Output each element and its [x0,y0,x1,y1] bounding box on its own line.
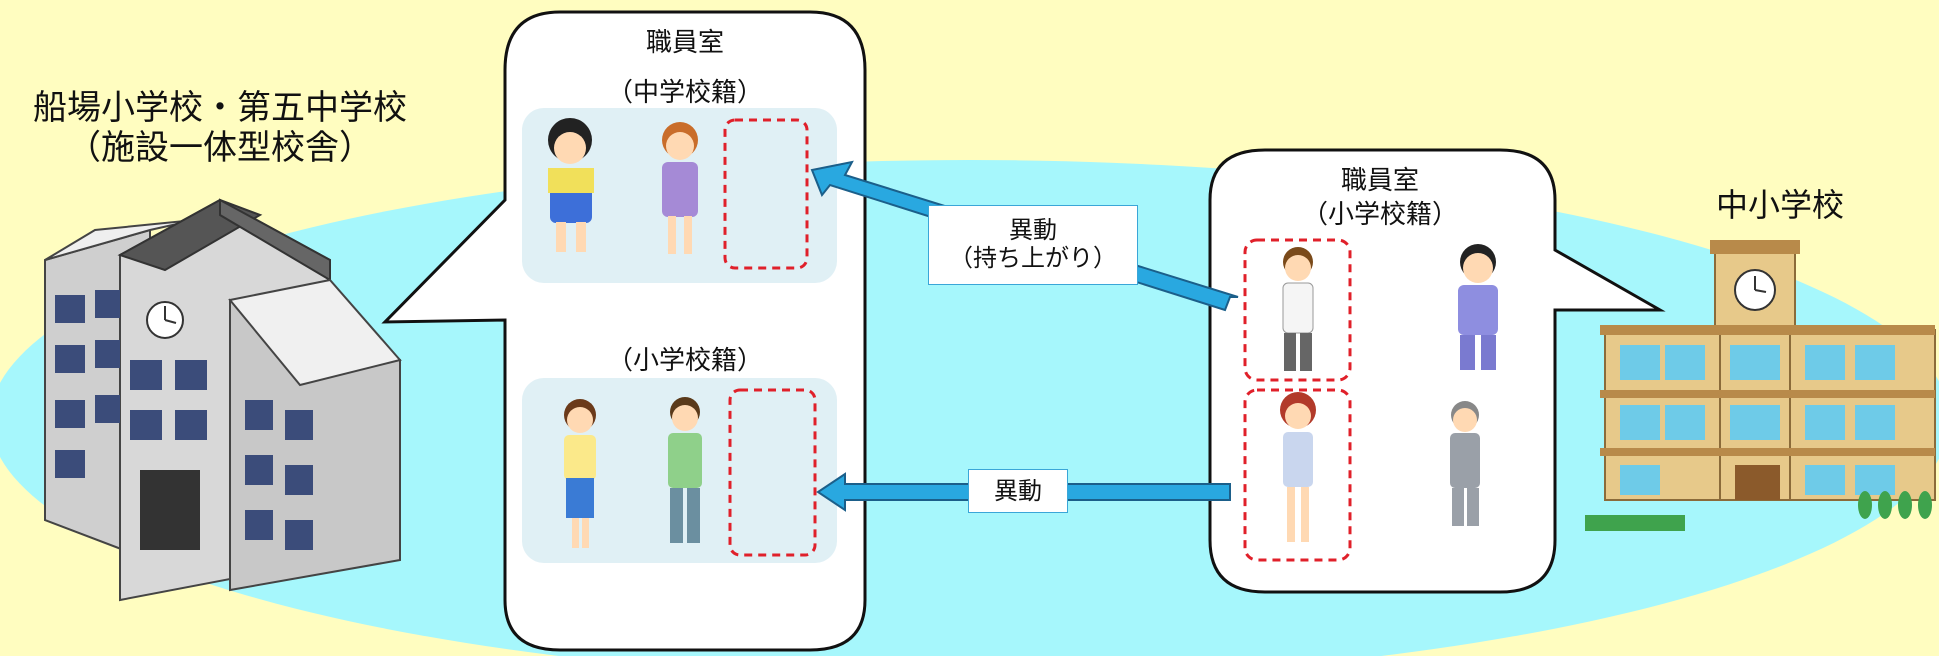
teacher-figure-icon [668,397,702,543]
vacancy-slot-elementary [728,388,817,557]
right-school-building-icon [1585,240,1936,531]
left-school-name-line1: 船場小学校・第五中学校 [33,88,407,128]
teacher-figure-icon [662,122,698,254]
transferring-teacher-slot-1 [1243,238,1352,382]
junior-group-label: （中学校籍） [606,78,763,108]
left-school-name-line2: （施設一体型校舎） [67,128,373,168]
upper-transfer-label-line1: 異動 [1009,216,1057,244]
teacher-figure-icon [1450,401,1480,526]
left-school-building-icon [44,198,402,602]
teacher-figure-icon [564,399,596,548]
right-staffroom-subtitle: （小学校籍） [1301,200,1458,230]
upper-transfer-label: 異動 （持ち上がり） [928,205,1138,285]
elementary-group-label: （小学校籍） [606,346,763,376]
right-staffroom-bubble [1208,148,1666,594]
transferring-teacher-slot-2 [1243,388,1352,562]
teacher-figure-icon [1280,392,1316,542]
teacher-figure-icon [548,118,594,252]
left-staffroom-title: 職員室 [645,28,724,58]
lower-transfer-label: 異動 [968,469,1068,513]
upper-transfer-label-line2: （持ち上がり） [949,244,1117,272]
teacher-figure-icon [1282,247,1314,371]
left-school-name: 船場小学校・第五中学校 （施設一体型校舎） [0,88,440,168]
vacancy-slot-junior [723,118,809,270]
teacher-figure-icon [1458,244,1498,370]
right-staffroom-title: 職員室 [1340,166,1419,196]
right-school-name: 中小学校 [1715,186,1844,224]
